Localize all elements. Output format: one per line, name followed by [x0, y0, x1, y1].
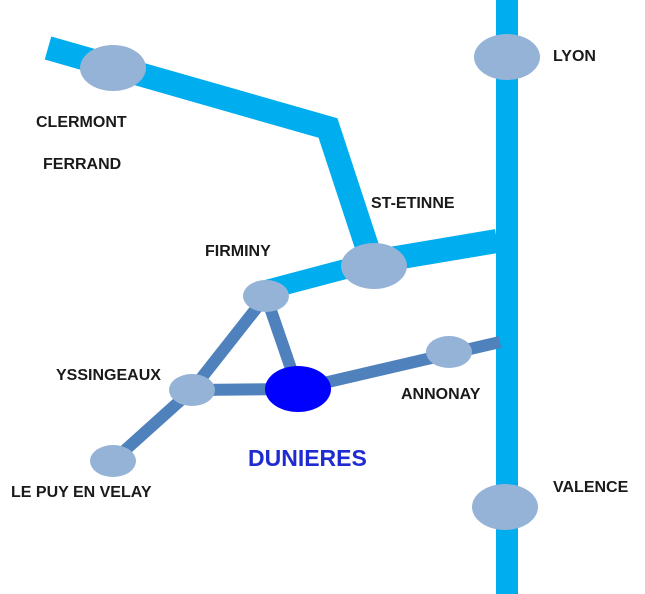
- label-valence: VALENCE: [553, 479, 629, 496]
- label-firminy: FIRMINY: [205, 243, 271, 260]
- node-le-puy: [90, 445, 136, 477]
- label-st-etienne: ST-ETINNE: [371, 195, 455, 212]
- node-lyon: [474, 34, 540, 80]
- node-firminy: [243, 280, 289, 312]
- node-st-etienne: [341, 243, 407, 289]
- label-dunieres: DUNIERES: [248, 445, 367, 471]
- node-annonay: [426, 336, 472, 368]
- label-le-puy: LE PUY EN VELAY: [11, 484, 152, 501]
- label-annonay: ANNONAY: [401, 386, 481, 403]
- label-clermont-line2: FERRAND: [43, 156, 122, 173]
- label-yssingeaux: YSSINGEAUX: [56, 367, 161, 384]
- city-nodes: [80, 34, 540, 530]
- node-valence: [472, 484, 538, 530]
- node-clermont: [80, 45, 146, 91]
- node-dunieres: [265, 366, 331, 412]
- node-yssingeaux: [169, 374, 215, 406]
- label-clermont-line1: CLERMONT: [36, 114, 127, 131]
- road-firminy-yssingeaux: [187, 292, 271, 394]
- label-lyon: LYON: [553, 48, 596, 65]
